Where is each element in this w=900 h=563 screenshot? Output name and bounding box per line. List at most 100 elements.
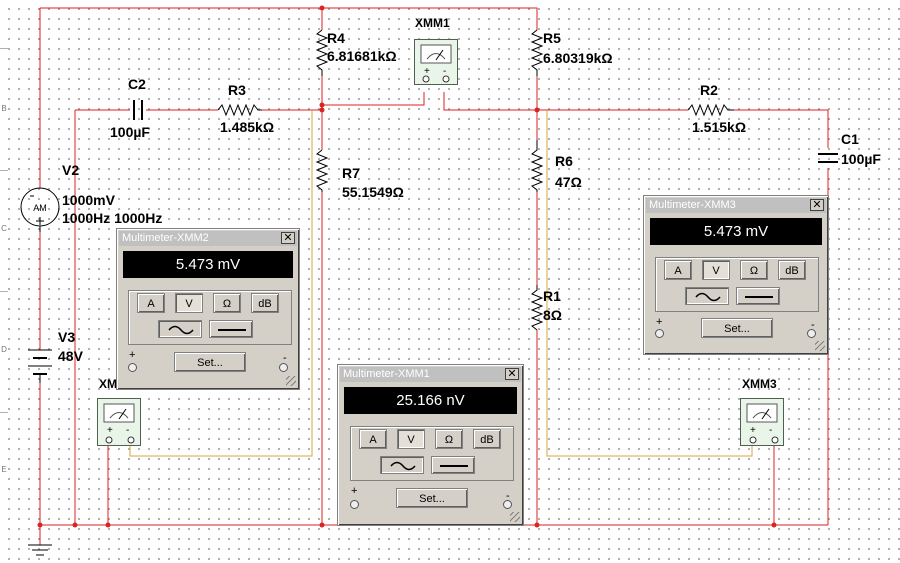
xmm2-resize-grip[interactable] bbox=[286, 376, 296, 386]
xmm3-volt-button[interactable]: V bbox=[702, 260, 730, 280]
xmm2-ohm-button[interactable]: Ω bbox=[213, 293, 241, 313]
xmm3-ohm-button[interactable]: Ω bbox=[740, 260, 768, 280]
xmm1-plus-label: + bbox=[351, 485, 358, 497]
xmm2-title[interactable]: Multimeter-XMM2 bbox=[119, 231, 297, 246]
xmm2-dc-button[interactable] bbox=[209, 320, 253, 338]
r6-value: 47Ω bbox=[555, 174, 582, 190]
xmm3-resize-grip[interactable] bbox=[815, 341, 825, 351]
r3-ref: R3 bbox=[228, 82, 246, 98]
c1-ref: C1 bbox=[841, 131, 859, 147]
xmm3-minus-jack[interactable] bbox=[807, 329, 816, 338]
c2-ref: C2 bbox=[128, 76, 146, 92]
xmm3-amp-button[interactable]: A bbox=[664, 260, 692, 280]
xmm1-ac-button[interactable] bbox=[380, 456, 424, 474]
wire-r2-right bbox=[734, 109, 829, 148]
r1-symbol bbox=[530, 285, 544, 331]
xmm3-plus-jack[interactable] bbox=[655, 329, 664, 338]
ruler-label-b: B bbox=[1, 104, 7, 113]
wire-xmm2-minus bbox=[129, 110, 313, 457]
multimeter-xmm1-window[interactable]: Multimeter-XMM1 ✕ 25.166 nV A V Ω dB Set… bbox=[337, 364, 524, 526]
ruler-label-c: C bbox=[1, 224, 7, 233]
xmm3-db-button[interactable]: dB bbox=[778, 260, 806, 280]
xmm1-ohm-button[interactable]: Ω bbox=[435, 429, 463, 449]
xmm3-set-button[interactable]: Set... bbox=[701, 318, 773, 338]
r7-ref: R7 bbox=[342, 165, 360, 181]
v3-symbol bbox=[28, 349, 52, 383]
xmm1-minus-label: - bbox=[506, 490, 510, 502]
xmm2-set-button[interactable]: Set... bbox=[174, 352, 246, 372]
r1-ref: R1 bbox=[543, 288, 561, 304]
xmm2-amp-button[interactable]: A bbox=[137, 293, 165, 313]
xmm3-minus-label: - bbox=[811, 319, 815, 331]
xmm2-controls-group bbox=[128, 290, 292, 345]
c2-value: 100µF bbox=[110, 124, 150, 140]
xmm1-meter-icon[interactable]: +- bbox=[414, 39, 458, 85]
xmm2-plus-jack[interactable] bbox=[128, 363, 137, 372]
xmm1-set-button[interactable]: Set... bbox=[396, 488, 468, 508]
wire-xmm3-plus bbox=[546, 110, 753, 457]
r3-symbol bbox=[217, 103, 262, 117]
dc-line-icon bbox=[745, 296, 773, 298]
xmm1-amp-button[interactable]: A bbox=[359, 429, 387, 449]
v2-symbol bbox=[20, 187, 60, 232]
xmm3-ac-button[interactable] bbox=[685, 287, 729, 305]
xmm1-title[interactable]: Multimeter-XMM1 bbox=[340, 367, 521, 382]
xmm2-ac-button[interactable] bbox=[158, 320, 202, 338]
r6-ref: R6 bbox=[555, 153, 573, 169]
svg-text:+: + bbox=[107, 425, 113, 436]
xmm3-dc-button[interactable] bbox=[736, 287, 780, 305]
xmm2-volt-button[interactable]: V bbox=[175, 293, 203, 313]
r5-symbol bbox=[530, 29, 544, 76]
svg-text:+: + bbox=[424, 66, 430, 77]
v2-amplitude: 1000mV bbox=[62, 192, 115, 208]
r3-value: 1.485kΩ bbox=[220, 119, 275, 135]
xmm1-minus-jack[interactable] bbox=[503, 500, 512, 509]
xmm1-dc-button[interactable] bbox=[431, 456, 475, 474]
xmm3-controls-group bbox=[655, 257, 819, 312]
xmm3-icon-label: XMM3 bbox=[742, 377, 777, 391]
r7-symbol bbox=[315, 149, 329, 192]
multimeter-xmm2-window[interactable]: Multimeter-XMM2 ✕ 5.473 mV A V Ω dB Set.… bbox=[116, 228, 300, 390]
xmm1-controls-group bbox=[350, 426, 514, 481]
svg-text:-: - bbox=[769, 425, 772, 436]
r2-value: 1.515kΩ bbox=[692, 119, 747, 135]
xmm1-db-button[interactable]: dB bbox=[473, 429, 501, 449]
xmm3-plus-label: + bbox=[656, 316, 663, 328]
r4-value: 6.81681kΩ bbox=[327, 48, 397, 64]
wire-xmm1-minus bbox=[443, 92, 537, 111]
ground-symbol bbox=[28, 544, 52, 556]
xmm2-close-button[interactable]: ✕ bbox=[281, 232, 295, 244]
xmm1-resize-grip[interactable] bbox=[510, 512, 520, 522]
v2-ref: V2 bbox=[62, 162, 80, 178]
dc-line-icon bbox=[440, 465, 468, 467]
wire-top bbox=[40, 7, 538, 30]
xmm3-title[interactable]: Multimeter-XMM3 bbox=[646, 198, 826, 213]
r7-value: 55.1549Ω bbox=[342, 184, 404, 200]
svg-text:+: + bbox=[750, 425, 756, 436]
xmm2-db-button[interactable]: dB bbox=[251, 293, 279, 313]
ac-wave-icon bbox=[695, 292, 721, 302]
xmm2-meter-icon[interactable]: +- bbox=[97, 398, 141, 446]
r5-ref: R5 bbox=[543, 30, 561, 46]
v2-symbol-text: AM bbox=[33, 203, 47, 213]
xmm3-meter-icon[interactable]: +- bbox=[740, 398, 784, 446]
xmm1-volt-button[interactable]: V bbox=[397, 429, 425, 449]
r4-ref: R4 bbox=[327, 30, 345, 46]
xmm1-close-button[interactable]: ✕ bbox=[505, 368, 519, 380]
svg-text:-: - bbox=[443, 66, 446, 77]
multimeter-xmm3-window[interactable]: Multimeter-XMM3 ✕ 5.473 mV A V Ω dB Set.… bbox=[643, 195, 829, 355]
xmm3-close-button[interactable]: ✕ bbox=[810, 199, 824, 211]
xmm1-plus-jack[interactable] bbox=[350, 500, 359, 509]
wire-xmm1-plus bbox=[322, 92, 425, 106]
xmm2-minus-jack[interactable] bbox=[279, 363, 288, 372]
r6-symbol bbox=[530, 140, 544, 192]
xmm2-minus-label: - bbox=[283, 352, 287, 364]
r5-value: 6.80319kΩ bbox=[543, 50, 613, 66]
xmm2-plus-label: + bbox=[129, 349, 136, 361]
ac-wave-icon bbox=[390, 461, 416, 471]
c1-symbol bbox=[818, 153, 838, 163]
ac-wave-icon bbox=[168, 325, 194, 335]
c1-value: 100µF bbox=[841, 151, 881, 167]
xmm1-reading: 25.166 nV bbox=[344, 387, 517, 414]
